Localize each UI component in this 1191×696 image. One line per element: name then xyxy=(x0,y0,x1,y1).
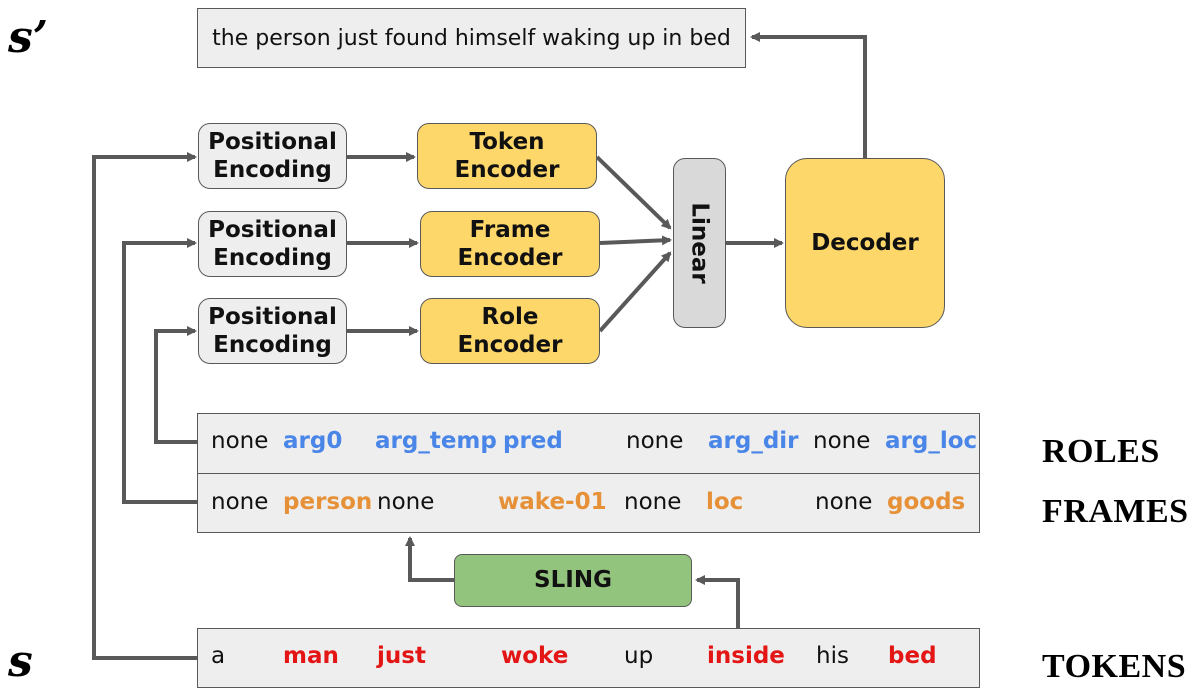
role-item: none xyxy=(211,428,269,454)
frame-item: goods xyxy=(887,489,966,515)
frames-label: FRAMES xyxy=(1042,493,1189,530)
role-item: arg_loc xyxy=(885,428,978,454)
frames-to-pos2-arrow xyxy=(122,238,197,504)
frame-item: loc xyxy=(706,489,744,515)
token-item: his xyxy=(816,643,849,669)
frame-item: none xyxy=(815,489,873,515)
output-sentence: the person just found himself waking up … xyxy=(212,25,731,51)
role-item: none xyxy=(626,428,684,454)
token-item: a xyxy=(211,643,226,669)
linear-label: Linear xyxy=(686,202,713,284)
frame-item: none xyxy=(377,489,435,515)
positional-encoding-label: Positional Encoding xyxy=(208,128,337,183)
token-item: just xyxy=(377,643,426,669)
frame-item: wake-01 xyxy=(498,489,607,515)
positional-encoding-token: Positional Encoding xyxy=(198,123,347,189)
frame-encoder: Frame Encoder xyxy=(420,211,600,277)
token-item: man xyxy=(283,643,339,669)
frame-encoder-label: Frame Encoder xyxy=(457,216,563,271)
token-encoder-label: Token Encoder xyxy=(454,128,560,183)
s-prime-symbol: s’ xyxy=(8,12,49,63)
tokens-to-pos1-arrow xyxy=(92,152,197,660)
roles-frames-box xyxy=(197,413,980,533)
sling-parser: SLING xyxy=(454,554,692,607)
role-item: arg0 xyxy=(283,428,343,454)
divider xyxy=(198,473,979,474)
token-encoder: Token Encoder xyxy=(417,123,597,189)
token-item: woke xyxy=(501,643,569,669)
tokens-box xyxy=(197,628,980,688)
tokens-label: TOKENS xyxy=(1042,648,1187,685)
positional-encoding-label: Positional Encoding xyxy=(208,303,337,358)
positional-encoding-role: Positional Encoding xyxy=(198,298,347,364)
sling-to-frames-arrow xyxy=(405,536,454,582)
decoder: Decoder xyxy=(785,158,945,328)
positional-encoding-label: Positional Encoding xyxy=(208,216,337,271)
frame-item: person xyxy=(283,489,373,515)
positional-encoding-frame: Positional Encoding xyxy=(198,211,347,277)
role-item: pred xyxy=(503,428,563,454)
decoder-to-output-arrow xyxy=(750,32,867,158)
role-item: arg_dir xyxy=(708,428,799,454)
output-sentence-box: the person just found himself waking up … xyxy=(197,8,746,68)
role-item: none xyxy=(813,428,871,454)
tokens-to-sling-arrow xyxy=(695,575,740,628)
role-encoder-label: Role Encoder xyxy=(457,303,563,358)
role-item: arg_temp xyxy=(375,428,497,454)
decoder-label: Decoder xyxy=(811,229,919,256)
token-to-linear-arrow xyxy=(595,155,672,230)
token-item: inside xyxy=(707,643,785,669)
frame-item: none xyxy=(211,489,269,515)
token-item: up xyxy=(624,643,654,669)
frame-to-linear-arrow xyxy=(599,235,672,246)
roles-to-pos3-arrow xyxy=(154,326,197,444)
role-to-linear-arrow xyxy=(598,251,672,333)
roles-label: ROLES xyxy=(1042,433,1160,470)
token-item: bed xyxy=(888,643,937,669)
role-encoder: Role Encoder xyxy=(420,298,600,364)
sling-label: SLING xyxy=(534,567,612,594)
s-symbol: s xyxy=(8,636,33,687)
frame-item: none xyxy=(624,489,682,515)
linear-layer: Linear xyxy=(673,158,726,328)
